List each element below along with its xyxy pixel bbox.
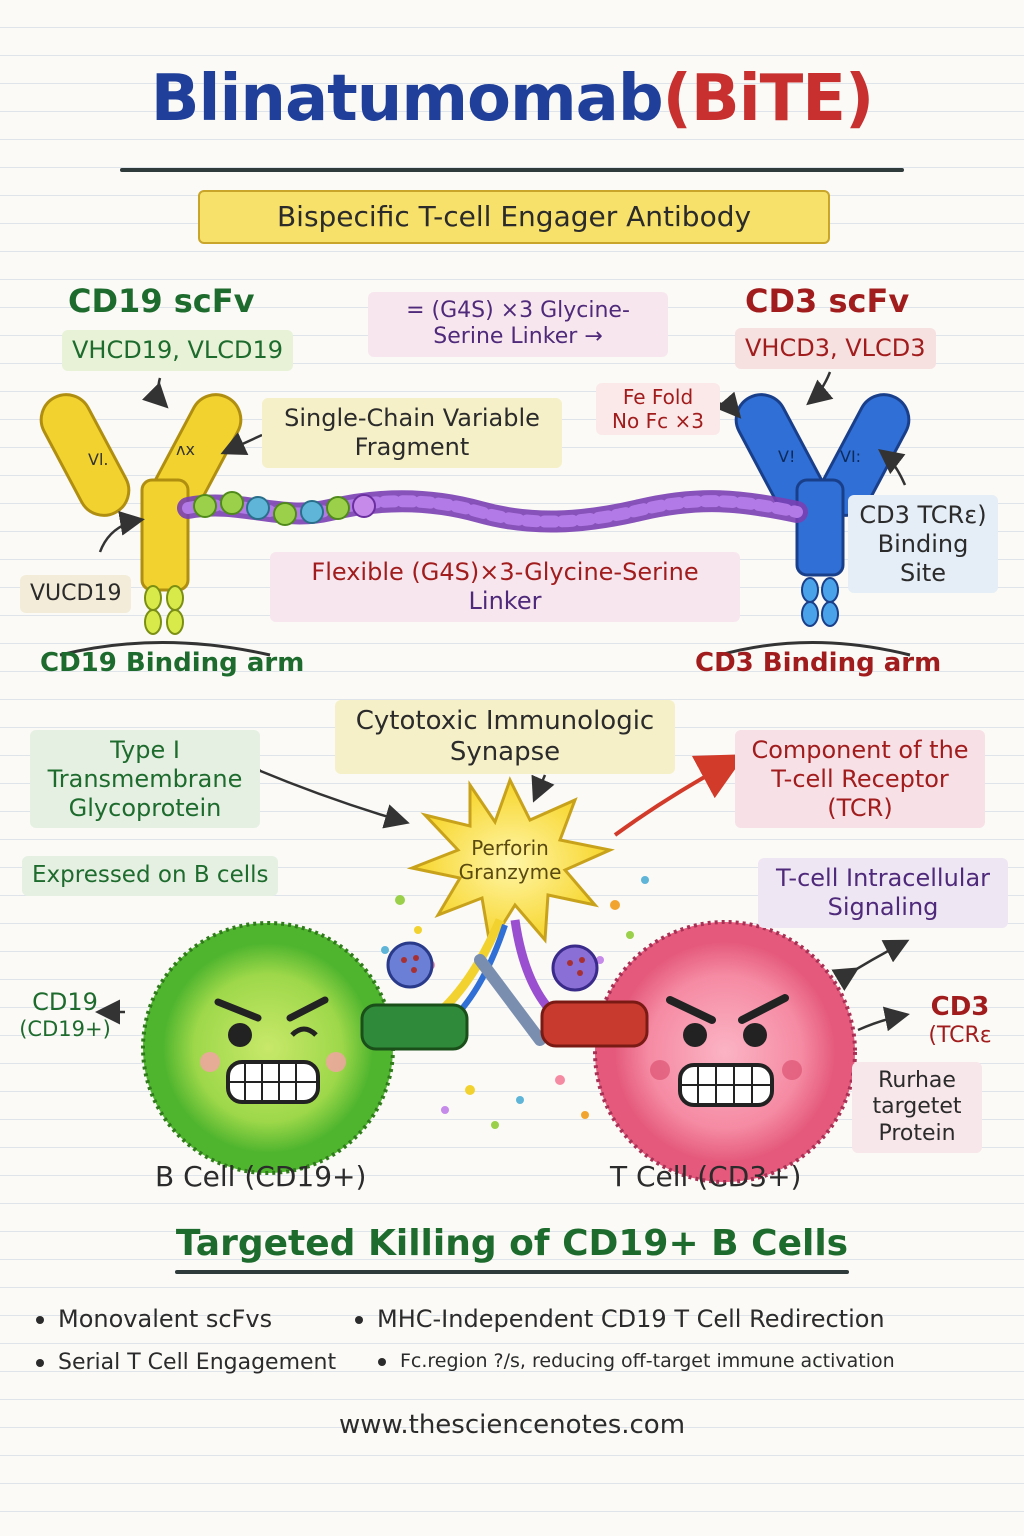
target-note-line-3: Protein [878, 1120, 956, 1146]
title-main: Blinatumomab [150, 62, 664, 136]
cd3-domains-label: VHCD3, VLCD3 [735, 328, 936, 369]
cd3-vl-mark: V! [778, 447, 795, 466]
tcr-info-line-3: (TCR) [827, 793, 893, 822]
bullet-text-2: MHC-Independent CD19 T Cell Redirection [377, 1305, 885, 1333]
expressed-label: Expressed on B cells [22, 856, 279, 896]
scfv-note: Single-Chain Variable Fragment [262, 398, 562, 468]
cd19-domains-label: VHCD19, VLCD19 [62, 330, 294, 371]
bullet-text-1: Monovalent scFvs [58, 1305, 273, 1333]
linker-top-note: = (G4S) ×3 Glycine- Serine Linker → [368, 292, 668, 357]
scfv-note-line-2: Fragment [354, 432, 470, 461]
page-title: Blinatumomab(BiTE) [0, 62, 1024, 136]
cd19-tag-line-2: (CD19+) [19, 1016, 111, 1041]
bite-bridge-icon [360, 918, 649, 1051]
cd3-vh-mark: VI: [840, 447, 861, 466]
bullet-item: Fc.region ?/s, reducing off-target immun… [378, 1350, 895, 1372]
linker-chain-icon [177, 490, 808, 533]
bullet-item: Monovalent scFvs [36, 1305, 272, 1333]
cd3-tag-line-2: (TCRε [928, 1023, 992, 1049]
binding-site-note: CD3 TCRε) Binding Site [848, 495, 998, 594]
tcr-info-line-1: Component of the [751, 736, 969, 764]
synapse-line-2: Synapse [449, 737, 561, 768]
signaling-line-2: Signaling [827, 892, 939, 921]
flexible-linker-note: Flexible (G4S)×3-Glycine-Serine Linker [270, 552, 740, 622]
cd19-antibody-icon: Vl. ᴧx [39, 393, 243, 635]
cd3-tag-line-1: CD3 [930, 992, 990, 1022]
tcr-info-line-2: T-cell Receptor [771, 764, 949, 793]
tcr-info-box: Component of the T-cell Receptor (TCR) [735, 730, 985, 829]
synapse-line-1: Cytotoxic Immunologic [355, 706, 655, 736]
cd19-info-line-1: Type I [110, 736, 180, 764]
target-note-line-2: targetet [872, 1094, 962, 1120]
cd19-tag: CD19 (CD19+) [10, 988, 120, 1042]
target-note-line-1: Rurhae [878, 1068, 956, 1093]
burst-line-perforin: Perforin [471, 836, 549, 860]
fold-note-line-1: Fe Fold [622, 385, 694, 409]
binding-site-line-2: Binding [877, 529, 969, 558]
left-membrane-curve [59, 641, 271, 657]
bullet-text-3: Serial T Cell Engagement [58, 1350, 337, 1375]
scfv-note-line-1: Single-Chain Variable [284, 404, 540, 432]
linker-top-line-1: = (G4S) ×3 Glycine- [406, 298, 630, 323]
title-accent: (BiTE) [662, 62, 875, 136]
cd19-info-line-3: Glycoprotein [68, 793, 222, 822]
bullet-item: Serial T Cell Engagement [36, 1350, 336, 1375]
binding-site-line-1: CD3 TCRε) [859, 501, 987, 529]
bullet-item: MHC-Independent CD19 T Cell Redirection [355, 1305, 885, 1333]
cd3-scfv-heading: CD3 scFv [745, 282, 910, 320]
killing-headline: Targeted Killing of CD19+ B Cells [175, 1223, 849, 1264]
b-cell-label: B Cell (CD19+) [155, 1160, 367, 1193]
cd19-tag-line-1: CD19 [32, 988, 98, 1016]
target-note: Rurhae targetet Protein [852, 1062, 982, 1154]
flexible-linker-line-2: Linker [468, 586, 542, 615]
cd3-antibody-icon: V! VI: [734, 393, 911, 627]
title-underline [120, 168, 904, 172]
flexible-linker-line-1: Flexible (G4S)×3-Glycine-Serine [311, 558, 699, 586]
b-cell-icon [141, 921, 395, 1175]
cd19-info-box: Type I Transmembrane Glycoprotein [30, 730, 260, 829]
cd3-tag: CD3 (TCRε [905, 992, 1015, 1050]
bullet-text-4: Fc.region ?/s, reducing off-target immun… [400, 1350, 895, 1372]
t-cell-label: T Cell (CD3+) [610, 1160, 802, 1193]
signaling-box: T-cell Intracellular Signaling [758, 858, 1008, 928]
synapse-label: Cytotoxic Immunologic Synapse [335, 700, 675, 775]
t-cell-icon [593, 920, 857, 1184]
linker-top-line-2: Serine Linker → [433, 324, 603, 350]
subtitle-banner: Bispecific T-cell Engager Antibody [198, 190, 830, 244]
website-link[interactable]: www.thesciencenotes.com [338, 1410, 686, 1440]
cd19-vl-mark: Vl. [88, 450, 108, 469]
vu-cd19-label: VUCD19 [20, 575, 132, 614]
fold-note: Fe Fold No Fc ×3 [596, 383, 720, 435]
cd3-binding-arm-label: CD3 Binding arm [695, 648, 942, 678]
right-membrane-curve [719, 641, 911, 657]
burst-line-granzyme: Granzyme [458, 860, 562, 884]
binding-site-line-3: Site [899, 558, 947, 587]
burst-label: Perforin Granzyme [440, 836, 580, 884]
fold-note-line-2: No Fc ×3 [612, 409, 704, 433]
cd19-vh-mark: ᴧx [176, 440, 195, 459]
cd19-info-line-2: Transmembrane [47, 764, 243, 793]
signaling-line-1: T-cell Intracellular [775, 864, 991, 892]
cd19-scfv-heading: CD19 scFv [68, 282, 255, 320]
cd19-binding-arm-label: CD19 Binding arm [40, 648, 305, 678]
